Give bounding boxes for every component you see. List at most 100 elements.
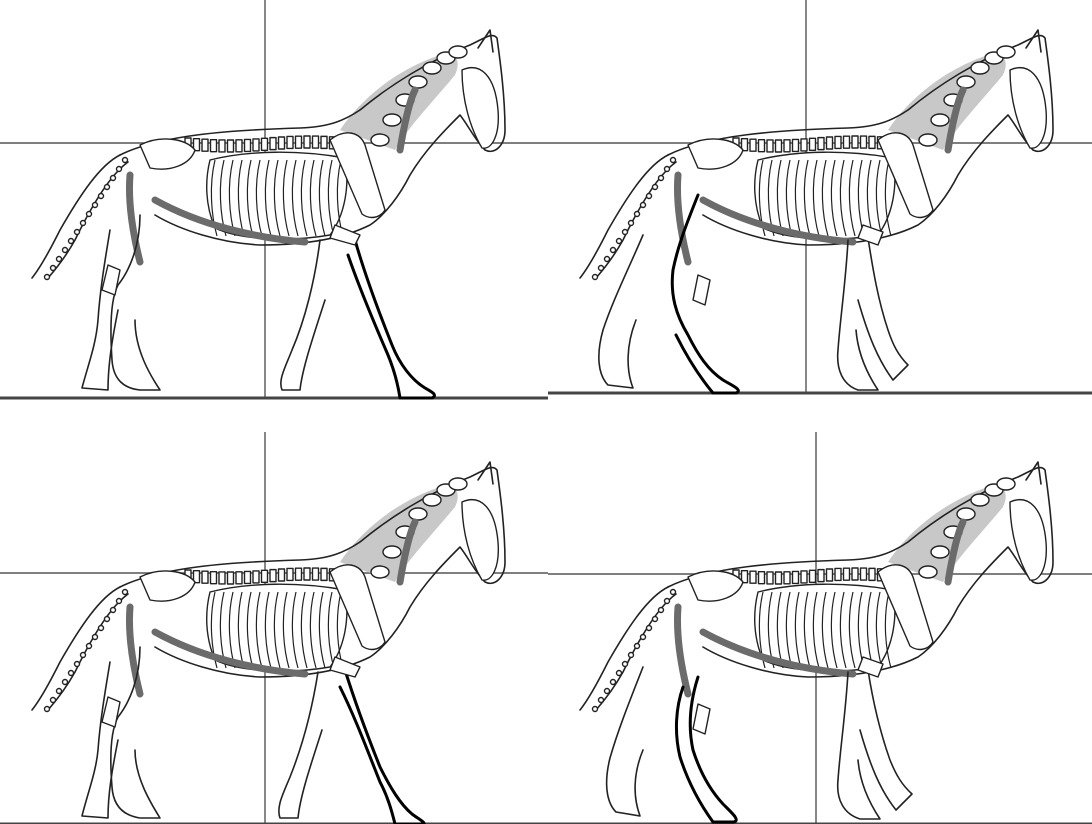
pelvis: [140, 139, 195, 169]
neck-vertebra: [971, 62, 989, 74]
hind-muscle-band: [677, 607, 688, 694]
vertebra: [279, 569, 285, 581]
tail-vertebra: [623, 662, 628, 667]
vertebra: [219, 140, 225, 152]
ear-outline: [478, 462, 493, 484]
pelvis: [688, 139, 743, 169]
tail-vertebra: [641, 203, 646, 208]
tail-vertebra: [653, 617, 658, 622]
tail-vertebra: [123, 590, 128, 595]
vertebra: [776, 140, 782, 152]
right-fore-leg: [340, 670, 424, 824]
vertebra: [869, 136, 875, 148]
neck-vertebra: [957, 508, 975, 520]
tail-outline: [580, 155, 668, 278]
limb-bone: [330, 657, 360, 677]
vertebra: [202, 571, 208, 583]
tail-vertebra: [69, 239, 74, 244]
right-fore-leg: [860, 670, 912, 810]
vertebra: [750, 139, 756, 151]
tail-vertebra: [93, 203, 98, 208]
vertebra: [236, 140, 242, 152]
tail-vertebra: [617, 239, 622, 244]
vertebra: [236, 572, 242, 584]
tail-vertebra: [623, 230, 628, 235]
vertebra: [793, 571, 799, 583]
left-fore-leg: [279, 672, 322, 818]
neck-vertebra: [409, 508, 427, 520]
neck-vertebra: [371, 566, 389, 578]
skull: [1010, 500, 1046, 580]
vertebra: [253, 571, 259, 583]
ear-outline: [478, 30, 493, 52]
left-fore-leg: [838, 672, 880, 819]
neck-vertebra: [383, 114, 401, 126]
tail-vertebra: [617, 671, 622, 676]
vertebra: [801, 139, 807, 151]
vertebra: [776, 572, 782, 584]
neck-vertebra: [423, 62, 441, 74]
right-fore-leg: [348, 240, 434, 398]
stride-phase-svg: [0, 0, 548, 410]
neck-vertebra: [449, 478, 467, 490]
tail-vertebra: [87, 212, 92, 217]
skull: [462, 68, 498, 148]
vertebra: [861, 136, 867, 148]
tail-vertebra: [81, 653, 86, 658]
vertebra: [835, 568, 841, 580]
vertebra: [793, 139, 799, 151]
tail-vertebra: [117, 599, 122, 604]
vertebra: [801, 571, 807, 583]
vertebra: [245, 571, 251, 583]
tail-vertebra: [45, 275, 50, 280]
tail-vertebra: [111, 176, 116, 181]
neck-vertebra: [919, 134, 937, 146]
stride-phase-2-panel: [548, 0, 1092, 410]
stride-phase-svg: [0, 432, 548, 824]
tail-vertebra: [659, 176, 664, 181]
tail-vertebra: [605, 689, 610, 694]
tail-vertebra: [75, 230, 80, 235]
vertebra: [287, 136, 293, 148]
right-fore-leg: [858, 238, 908, 380]
tail-vertebra: [653, 185, 658, 190]
neck-vertebra: [971, 494, 989, 506]
vertebra: [827, 569, 833, 581]
tail-vertebra: [57, 257, 62, 262]
horse-figure: [580, 30, 1053, 393]
tail-vertebra: [593, 707, 598, 712]
tail-vertebra: [51, 266, 56, 271]
tail-vertebra: [63, 248, 68, 253]
neck-vertebra: [409, 76, 427, 88]
neck-vertebra: [931, 114, 949, 126]
tail-vertebra: [123, 158, 128, 163]
vertebra: [228, 140, 234, 152]
tail-vertebra: [671, 590, 676, 595]
vertebra: [279, 137, 285, 149]
vertebra: [262, 570, 268, 582]
tail-vertebra: [659, 608, 664, 613]
vertebra: [313, 568, 319, 580]
neck-vertebra: [449, 46, 467, 58]
tail-vertebra: [51, 698, 56, 703]
vertebra: [767, 140, 773, 152]
vertebra: [253, 139, 259, 151]
vertebra: [852, 136, 858, 148]
vertebra: [767, 572, 773, 584]
pelvis: [140, 571, 195, 601]
tail-vertebra: [611, 680, 616, 685]
vertebra: [861, 568, 867, 580]
vertebra: [784, 140, 790, 152]
vertebra: [321, 136, 327, 148]
tail-outline: [580, 587, 668, 710]
tail-vertebra: [593, 275, 598, 280]
tail-vertebra: [635, 644, 640, 649]
horse-figure: [32, 462, 505, 824]
neck-vertebra: [383, 546, 401, 558]
tail-vertebra: [665, 167, 670, 172]
vertebra: [228, 572, 234, 584]
tail-vertebra: [599, 698, 604, 703]
limb-bone: [693, 275, 710, 305]
stride-phase-3-panel: [0, 432, 548, 824]
